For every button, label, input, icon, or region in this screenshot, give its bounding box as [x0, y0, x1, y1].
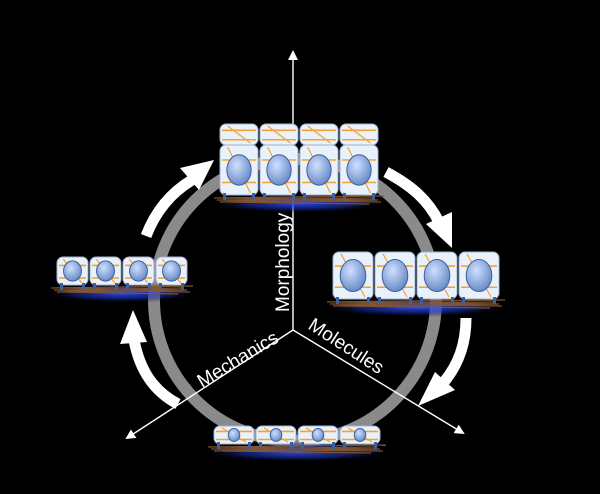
integrin	[148, 283, 151, 290]
integrin	[332, 193, 335, 200]
nucleus	[129, 260, 148, 282]
mechanics-label: Mechanics	[194, 328, 283, 393]
nucleus	[311, 428, 325, 442]
cycle-arrow-lower-left	[128, 338, 181, 409]
integrin	[159, 283, 162, 290]
matrix-fiber	[65, 291, 179, 295]
junction	[227, 125, 251, 144]
integrin	[343, 442, 346, 449]
matrix-fiber	[222, 450, 372, 454]
junction	[307, 125, 331, 144]
matrix-fiber	[338, 301, 494, 305]
integrin	[409, 297, 412, 304]
nucleus	[162, 260, 181, 282]
cells-top	[206, 123, 392, 213]
cells-right	[319, 251, 513, 317]
nucleus	[96, 260, 115, 282]
integrin	[252, 193, 255, 200]
integrin	[82, 283, 85, 290]
matrix-fiber	[219, 446, 375, 450]
integrin	[374, 442, 377, 449]
mechanics-axis	[125, 329, 294, 440]
nucleus	[226, 154, 252, 186]
integrin	[290, 442, 293, 449]
integrin	[378, 297, 381, 304]
integrin	[343, 193, 346, 200]
nucleus	[346, 154, 372, 186]
integrin	[93, 283, 96, 290]
morphology-label: Morphology	[273, 212, 294, 312]
cycle-arrow-upper-right	[383, 167, 444, 225]
cycle-arrow-lower-right-head	[418, 372, 455, 406]
integrin	[367, 297, 370, 304]
integrin	[420, 297, 423, 304]
integrin	[292, 193, 295, 200]
cells-bottom	[200, 425, 394, 462]
integrin	[332, 442, 335, 449]
integrin	[372, 193, 375, 200]
integrin	[259, 442, 262, 449]
nucleus	[465, 259, 493, 292]
junction	[347, 125, 371, 144]
nucleus	[63, 260, 82, 282]
matrix-fiber	[228, 201, 370, 205]
cycle-arrow-lower-right	[439, 317, 472, 386]
junction	[267, 125, 291, 144]
integrin	[181, 283, 184, 290]
nucleus	[306, 154, 332, 186]
integrin	[493, 297, 496, 304]
integrin	[223, 193, 226, 200]
integrin	[115, 283, 118, 290]
integrin	[451, 297, 454, 304]
cycle-arrow-lower-left-head	[120, 310, 147, 344]
nucleus	[353, 428, 367, 442]
cycle-arrow-upper-left	[140, 175, 195, 239]
cycle-arrow-upper-left-head	[180, 160, 214, 190]
integrin	[217, 442, 220, 449]
integrin	[263, 193, 266, 200]
integrin	[303, 193, 306, 200]
cells-left	[43, 256, 201, 303]
nucleus	[266, 154, 292, 186]
molecules-label: Molecules	[304, 315, 387, 379]
integrin	[301, 442, 304, 449]
molecules-axis	[292, 329, 465, 435]
integrin	[126, 283, 129, 290]
nucleus	[339, 259, 367, 292]
integrin	[336, 297, 339, 304]
nucleus	[269, 428, 283, 442]
integrin	[60, 283, 63, 290]
cycle-arrows	[120, 160, 472, 409]
nucleus	[423, 259, 451, 292]
nucleus	[227, 428, 241, 442]
matrix-fiber	[341, 305, 491, 309]
cycle-arrow-upper-right-head	[426, 212, 452, 248]
matrix-fiber	[225, 197, 373, 201]
integrin	[462, 297, 465, 304]
integrin	[248, 442, 251, 449]
nucleus	[381, 259, 409, 292]
